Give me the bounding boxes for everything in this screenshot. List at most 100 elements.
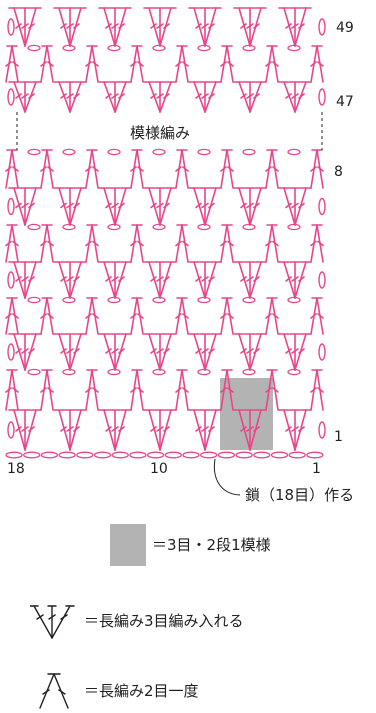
dc-bar <box>21 23 29 29</box>
chain-stitch <box>287 296 301 304</box>
dc-bar <box>220 166 227 172</box>
chain-stitch <box>152 368 166 376</box>
dc-stem <box>58 333 71 371</box>
dc3-in-one-stitch <box>53 7 87 47</box>
dc-bar <box>5 240 12 247</box>
chain-stitch <box>107 44 121 52</box>
turning-chain <box>318 343 326 361</box>
chain-stitch <box>107 296 121 304</box>
fan-row <box>7 81 326 113</box>
dc2tog-stitch <box>175 224 189 263</box>
dc-bar <box>21 202 29 209</box>
dc-bar <box>285 276 292 282</box>
dc-bar <box>66 93 74 99</box>
foundation-chain-stitch <box>146 451 165 459</box>
dc2tog-stitch <box>310 297 324 335</box>
fan-row <box>7 7 326 47</box>
foundation-chain-stitch <box>253 451 271 459</box>
dc-bar <box>265 61 272 67</box>
dc3-in-one-stitch <box>8 187 42 226</box>
dc-bar <box>28 93 35 99</box>
dc-bar <box>15 202 22 209</box>
dc-stem <box>103 409 116 451</box>
cluster-row <box>5 223 324 263</box>
dc-bar <box>208 276 215 282</box>
dc-stem <box>283 81 296 113</box>
foundation-chain-stitch <box>93 451 112 459</box>
dc-stem <box>13 409 26 451</box>
dc3-in-one-stitch <box>143 261 177 299</box>
dc-bar <box>182 313 189 319</box>
dc2tog-stitch <box>220 369 234 411</box>
dc-bar <box>118 202 125 209</box>
legend-dc3: ＝長編み3目編み入れる <box>0 598 376 639</box>
dc-bar <box>298 348 305 354</box>
dc-stem <box>283 7 296 47</box>
dc3-in-one-stitch <box>98 7 132 47</box>
chain-stitch <box>27 368 41 376</box>
dc-bar <box>85 61 92 67</box>
dc-bar <box>272 240 279 247</box>
dc-bar <box>130 313 137 319</box>
dc-bar <box>111 23 119 29</box>
dc-bar <box>47 387 54 393</box>
dc-bar <box>310 313 317 319</box>
dc-stem <box>58 409 71 451</box>
dc-bar <box>92 313 99 319</box>
dc-stem <box>193 187 206 226</box>
chain-note: 鎖（18目）作る <box>245 486 355 504</box>
dc-bar <box>21 93 29 99</box>
dc-bar <box>118 426 125 432</box>
crochet-stitch-chart <box>5 7 326 496</box>
chain-stitch <box>197 44 211 52</box>
dc-stem <box>103 81 116 113</box>
dc-bar <box>310 387 317 393</box>
dc-bar <box>285 426 292 432</box>
dc-bar <box>156 23 164 29</box>
dc3-in-one-stitch <box>278 7 312 47</box>
dc3-in-one-stitch <box>53 261 87 299</box>
chain-stitch <box>152 223 166 231</box>
dc-stem <box>103 333 116 371</box>
dc-bar <box>253 276 260 282</box>
dc-bar <box>150 348 157 354</box>
dc3-in-one-stitch <box>188 333 222 371</box>
dc2tog-stitch <box>265 224 279 263</box>
turning-chain <box>318 421 326 439</box>
dc-bar <box>111 426 119 432</box>
dc2tog-stitch <box>220 45 234 83</box>
dc-bar <box>105 93 112 99</box>
dc-bar <box>105 348 112 354</box>
chain-stitch <box>197 148 211 156</box>
foundation-chain-stitch <box>58 451 76 459</box>
dc-bar <box>201 426 209 432</box>
dc-bar <box>66 202 74 209</box>
chain-stitch <box>197 368 211 376</box>
dc3-in-one-stitch <box>8 81 42 113</box>
dc-bar <box>272 387 279 393</box>
dc-bar <box>240 276 247 282</box>
chain-stitch <box>287 368 301 376</box>
dc-bar <box>195 426 202 432</box>
chain-stitch <box>62 223 76 231</box>
dc2tog-stitch <box>5 45 19 83</box>
turning-chain <box>7 18 15 36</box>
dc-bar <box>253 93 260 99</box>
legend-repeat: ＝3目・2段1模様 <box>0 520 376 566</box>
dc-bar <box>285 202 292 209</box>
dc-bar <box>47 61 54 67</box>
dc-bar <box>111 93 119 99</box>
dc-stem <box>103 187 116 226</box>
row-label-1: 1 <box>334 429 343 445</box>
turning-chain <box>318 271 326 289</box>
dc-bar <box>182 166 189 172</box>
dc-bar <box>220 61 227 67</box>
dc-stem <box>283 333 296 371</box>
dc-stem <box>13 7 26 47</box>
dc-bar <box>246 93 254 99</box>
dc-bar <box>246 426 254 432</box>
dc3-in-one-stitch <box>278 409 312 451</box>
dc-bar <box>195 93 202 99</box>
foundation-chain-stitch <box>164 451 182 459</box>
dc-bar <box>317 313 324 319</box>
